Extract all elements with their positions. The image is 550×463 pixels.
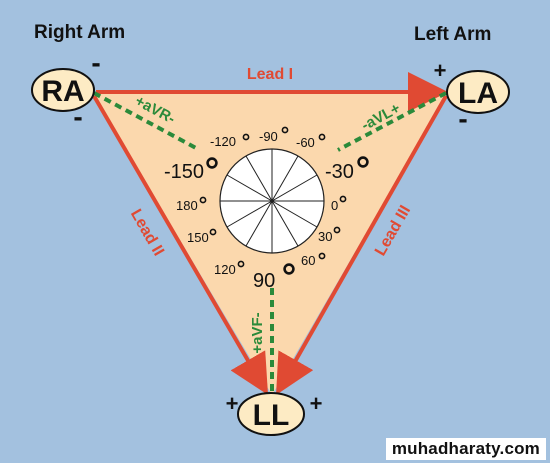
left-arm-label: Left Arm — [414, 24, 491, 45]
ll-node — [237, 392, 305, 436]
la-sign-left: + — [434, 58, 447, 83]
lead-3-arrow — [276, 95, 448, 395]
right-arm-label: Right Arm — [34, 22, 125, 43]
degree-label-60: 60 — [301, 253, 315, 268]
hexaxial-wheel — [219, 148, 325, 254]
ll-node-label: LL — [253, 399, 290, 432]
degree-label-30: 30 — [318, 229, 332, 244]
avr-lead-line — [93, 91, 197, 150]
degree-label-120: 120 — [214, 262, 236, 277]
ra-sign-top: - — [91, 47, 100, 78]
ll-sign-right: + — [310, 391, 323, 416]
degree-labels: -120 -90 -60 -150 -30 180 0 150 30 120 6… — [164, 126, 369, 292]
la-node-label: LA — [458, 77, 498, 110]
degree-label-m30: -30 — [325, 161, 354, 183]
degree-label-m120: -120 — [210, 134, 236, 149]
degree-label-0: 0 — [331, 198, 338, 213]
degree-label-150: 150 — [187, 230, 209, 245]
degree-label-m150: -150 — [164, 161, 204, 183]
ra-sign-bottom: - — [73, 101, 82, 132]
lead-2-arrow — [92, 94, 269, 395]
ra-node-label: RA — [41, 75, 84, 108]
la-sign-bottom: - — [458, 103, 467, 134]
watermark: muhadharaty.com — [385, 438, 546, 460]
avf-label: +aVF- — [249, 312, 266, 353]
avl-lead-line — [337, 91, 447, 152]
la-node — [446, 70, 510, 114]
lead-1-label: Lead I — [247, 66, 293, 83]
degree-label-180: 180 — [176, 198, 198, 213]
degree-label-90: 90 — [253, 270, 275, 292]
degree-label-m60: -60 — [296, 135, 315, 150]
ll-sign-left: + — [226, 391, 239, 416]
ra-node — [31, 68, 95, 112]
degree-label-m90: -90 — [259, 129, 278, 144]
